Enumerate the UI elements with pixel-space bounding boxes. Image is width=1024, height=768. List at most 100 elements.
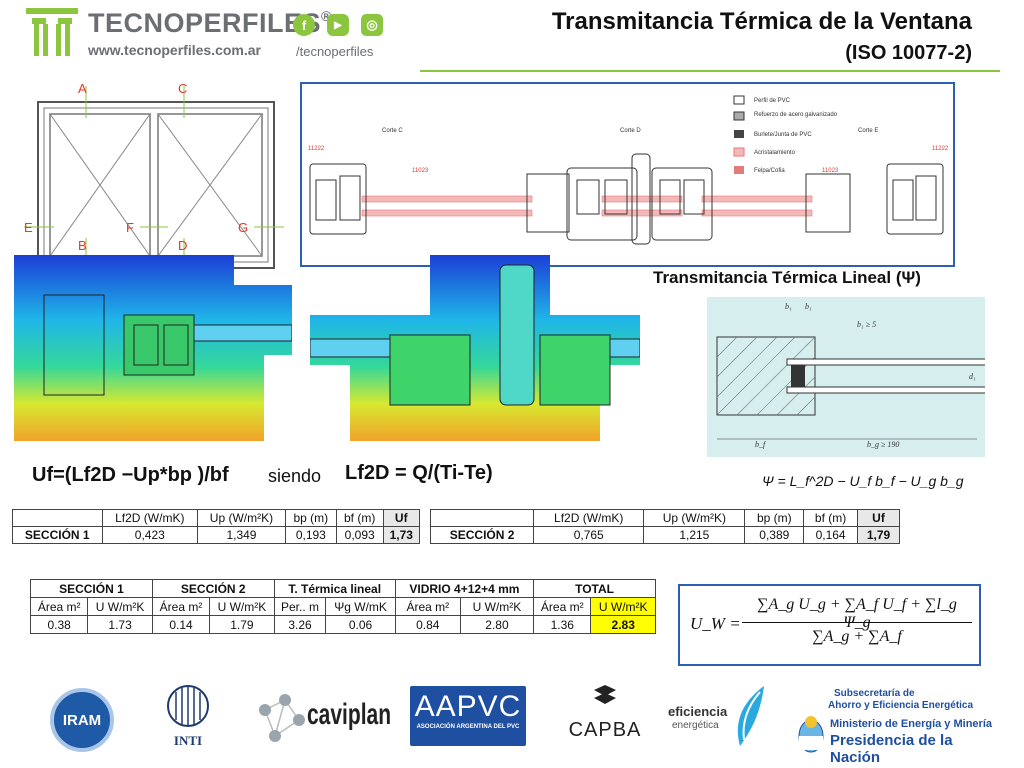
inti-logo: INTI [160, 684, 216, 756]
cut-label-g: G [238, 220, 248, 235]
table-subheader: Área m² [394, 597, 461, 616]
table-row: 0.38 1.73 0.14 1.79 3.26 0.06 0.84 2.80 … [29, 615, 656, 634]
table-header: Uf [856, 509, 901, 527]
linear-transmittance-title: Transmitancia Térmica Lineal (Ψ) [653, 268, 921, 287]
capba-logo: CAPBA [560, 684, 650, 756]
website-link[interactable]: www.tecnoperfiles.com.ar [88, 42, 261, 58]
table-cell: 2.80 [459, 615, 535, 634]
window-elevation-drawing: A C E F G B D [24, 81, 284, 270]
svg-text:Corte C: Corte C [382, 128, 403, 134]
table-section-2: Lf2D (W/mK) Up (W/m²K) bp (m) bf (m) Uf … [429, 509, 901, 544]
table-window-total: SECCIÓN 1 SECCIÓN 2 T. Térmica lineal VI… [29, 579, 656, 634]
table-subheader: U W/m²K [459, 597, 535, 616]
psi-equation: Ψ = L_f^2D − U_f b_f − U_g b_g [762, 473, 964, 489]
cut-label-d: D [178, 238, 187, 253]
svg-text:b₁ ≥ 5: b₁ ≥ 5 [857, 320, 876, 329]
table-row: SECCIÓN 2 0,765 1,215 0,389 0,164 1,79 [429, 526, 901, 544]
svg-text:Corte E: Corte E [858, 128, 878, 134]
svg-text:Refuerzo de acero galvanizado: Refuerzo de acero galvanizado [754, 112, 838, 118]
table-cell: 0.14 [151, 615, 211, 634]
svg-text:Burlete/Junta de PVC: Burlete/Junta de PVC [754, 132, 812, 138]
thermal-simulation-section-2 [310, 255, 640, 441]
uw-formula-box: U_W = ∑A_g U_g + ∑A_f U_f + ∑l_g Ψ_g ∑A_… [678, 584, 981, 666]
caviplan-logo: caviplan [255, 684, 391, 756]
table-subheader: Per.. m [273, 597, 327, 616]
table-cell: 0.06 [325, 615, 396, 634]
social-handle[interactable]: /tecnoperfiles [296, 44, 374, 59]
table-cell: 1,79 [856, 526, 901, 544]
table-header [12, 509, 103, 527]
svg-text:b₁: b₁ [805, 302, 812, 311]
ministerio-logo: Subsecretaría de Ahorro y Eficiencia Ene… [790, 684, 1000, 766]
table-header: Up (W/m²K) [197, 509, 286, 527]
tecnoperfiles-logo-icon [26, 8, 78, 56]
header-divider [420, 70, 1000, 72]
facebook-icon[interactable]: f [293, 14, 315, 36]
svg-text:Felpa/Cofia: Felpa/Cofia [754, 168, 785, 174]
uf-formula: Uf=(Lf2D −Up*bp )/bf [32, 464, 229, 486]
table-group-header: SECCIÓN 1 [30, 579, 153, 598]
table-group-header: TOTAL [533, 579, 656, 598]
table-subheader: Ψg W/mK [325, 597, 396, 616]
profile-sections-drawing: Corte C Corte D Corte E 11222 11023 1102… [308, 95, 949, 245]
youtube-icon[interactable]: ▶ [327, 14, 349, 36]
cut-label-f: F [126, 220, 134, 235]
table-cell: SECCIÓN 1 [12, 526, 103, 544]
table-cell: 0,765 [533, 526, 645, 544]
page-subtitle: (ISO 10077-2) [845, 42, 972, 64]
cut-label-c: C [178, 81, 187, 96]
table-cell: 1,73 [382, 526, 421, 544]
coat-of-arms-icon [798, 716, 824, 753]
svg-text:Acristalamiento: Acristalamiento [754, 150, 796, 156]
leaf-icon [737, 686, 764, 746]
svg-text:11222: 11222 [308, 146, 325, 152]
svg-text:Corte D: Corte D [620, 128, 641, 134]
cut-label-a: A [78, 81, 87, 96]
table-cell: 0.84 [394, 615, 461, 634]
table-group-header: SECCIÓN 2 [151, 579, 275, 598]
table-subheader: U W/m²K [209, 597, 275, 616]
table-cell: 1.79 [209, 615, 275, 634]
svg-text:b_g ≥ 190: b_g ≥ 190 [867, 440, 899, 449]
eficiencia-energetica-logo: eficiencia energética [668, 684, 768, 756]
table-cell: 3.26 [273, 615, 327, 634]
fraction-bar [742, 622, 972, 623]
table-cell: 0,423 [101, 526, 199, 544]
svg-text:b_f: b_f [755, 440, 767, 449]
instagram-icon[interactable]: ◎ [361, 14, 383, 36]
table-header: Uf [382, 509, 421, 527]
uw-denominator: ∑A_g + ∑A_f [812, 628, 902, 645]
table-cell: 1,215 [643, 526, 746, 544]
inti-globe-icon [167, 685, 209, 727]
siendo-label: siendo [268, 466, 322, 486]
table-cell: 0,164 [803, 526, 858, 544]
section-drawing-panel: Corte C Corte D Corte E 11222 11023 1102… [300, 82, 955, 267]
table-group-header: T. Térmica lineal [273, 579, 396, 598]
svg-text:11222: 11222 [932, 146, 949, 152]
uw-lhs: U_W = [690, 614, 741, 633]
svg-text:d₁: d₁ [969, 372, 976, 381]
table-cell: 0,093 [335, 526, 384, 544]
table-cell: 1.36 [533, 615, 592, 634]
table-group-header: VIDRIO 4+12+4 mm [394, 579, 535, 598]
table-cell: 1,349 [197, 526, 286, 544]
l2d-formula: Lf2D = Q/(Ti-Te) [345, 462, 493, 484]
table-section-1: Lf2D (W/mK) Up (W/m²K) bp (m) bf (m) Uf … [12, 509, 421, 544]
table-header: bf (m) [803, 509, 858, 527]
table-header [429, 509, 535, 527]
table-header: bp (m) [744, 509, 805, 527]
table-row: SECCIÓN 1 0,423 1,349 0,193 0,093 1,73 [12, 526, 421, 544]
table-subheader: U W/m²K [590, 597, 656, 616]
aapvc-logo: AAPVC ASOCIACIÓN ARGENTINA DEL PVC [410, 686, 526, 746]
linear-transmittance-schematic: b₁ b₁ b₁ ≥ 5 d₁ b_f b_g ≥ 190 [707, 297, 985, 457]
table-cell: 0,193 [284, 526, 337, 544]
page-title: Transmitancia Térmica de la Ventana [551, 8, 972, 35]
thermal-simulation-section-1 [14, 255, 292, 441]
iram-logo: IRAM [48, 684, 116, 756]
table-header: Lf2D (W/mK) [533, 509, 645, 527]
table-subheader: U W/m²K [87, 597, 153, 616]
table-cell: 0.38 [29, 615, 89, 634]
brand-name: TECNOPERFILES® [88, 8, 332, 38]
table-cell: 1.73 [87, 615, 153, 634]
table-subheader: Área m² [29, 597, 89, 616]
